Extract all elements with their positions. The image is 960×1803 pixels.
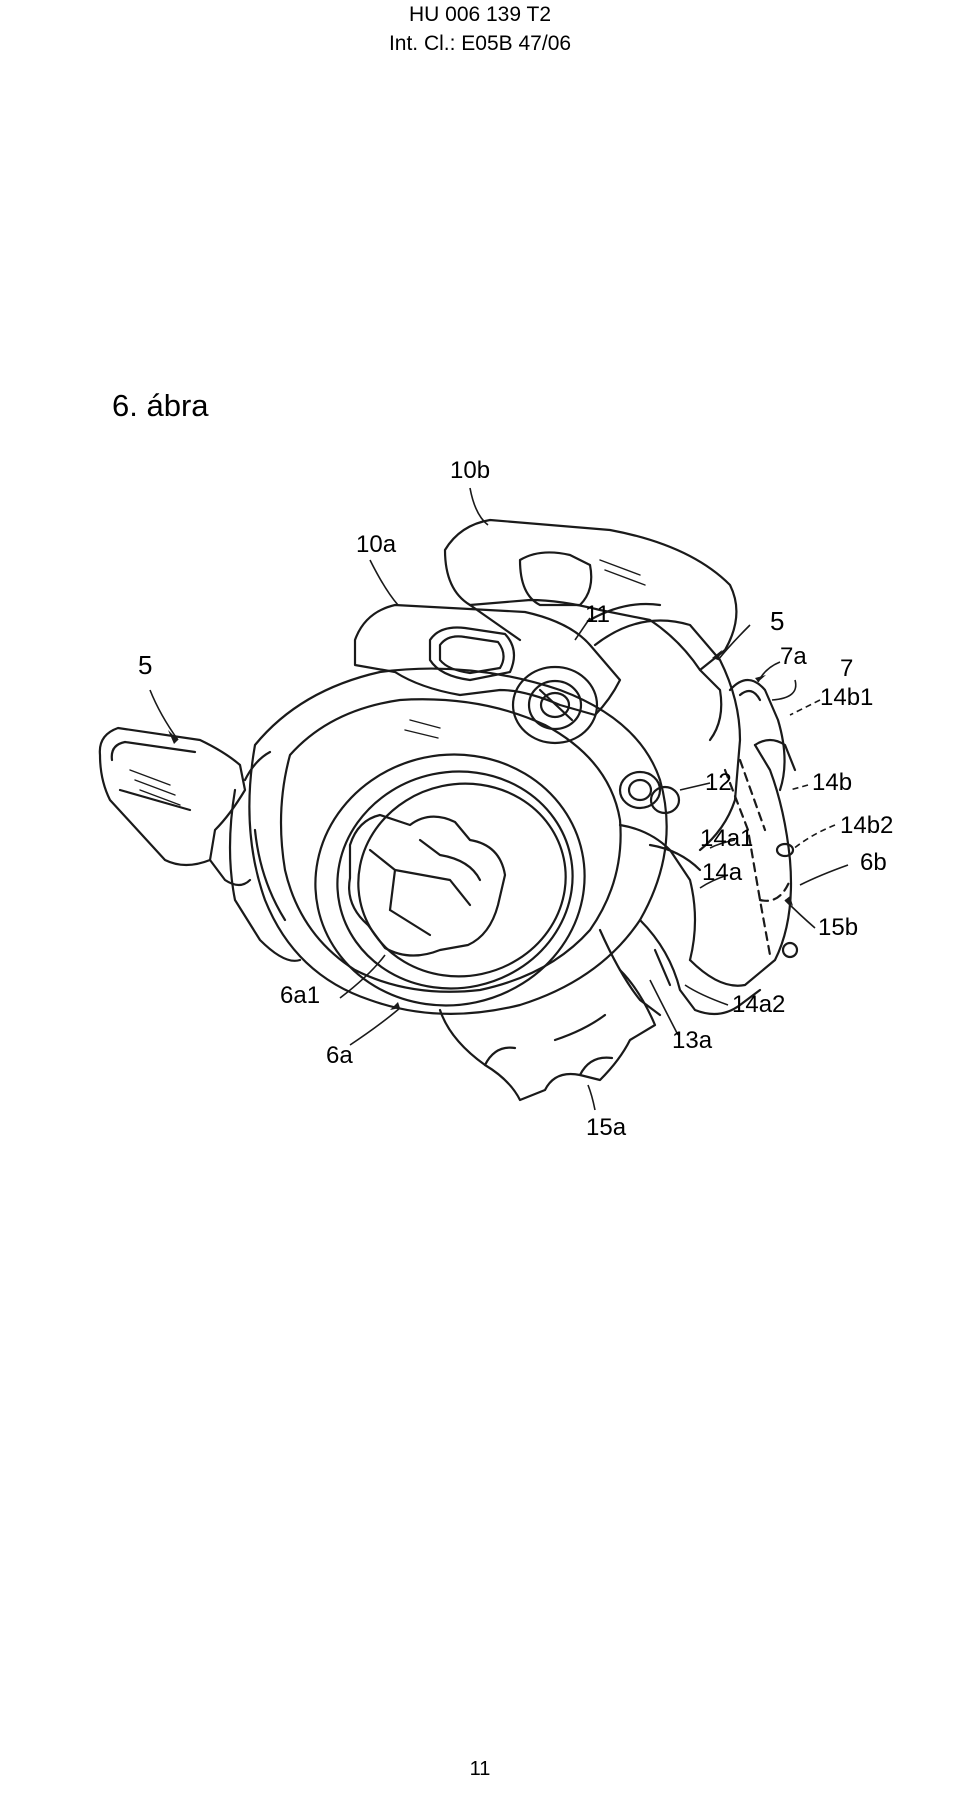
label-7a: 7a [780, 643, 807, 670]
label-14a: 14a [702, 859, 743, 886]
classification-code: Int. Cl.: E05B 47/06 [388, 32, 572, 55]
label-12: 12 [705, 769, 732, 796]
leader-lines [149, 487, 849, 1111]
label-5-left: 5 [138, 650, 152, 680]
label-14a2: 14a2 [732, 991, 785, 1018]
label-11: 11 [585, 601, 610, 628]
label-15b: 15b [818, 914, 858, 941]
label-14b1: 14b1 [820, 684, 873, 711]
label-5-right: 5 [770, 606, 784, 636]
label-14b2: 14b2 [840, 812, 893, 839]
label-15a: 15a [586, 1114, 627, 1141]
label-10b: 10b [450, 457, 490, 484]
page-number: 11 [469, 1758, 491, 1780]
page-header: HU 006 139 T2 Int. Cl.: E05B 47/06 [0, 0, 960, 58]
label-6b: 6b [860, 849, 887, 876]
label-14a1: 14a1 [700, 825, 753, 852]
label-6a1: 6a1 [280, 982, 320, 1009]
reference-labels: 10b 10a 11 5 5 7a 7 14b1 12 14b 14b2 14a… [138, 457, 893, 1141]
patent-number: HU 006 139 T2 [408, 3, 552, 26]
label-14b: 14b [812, 769, 852, 796]
label-13a: 13a [672, 1027, 713, 1054]
label-7: 7 [840, 655, 853, 682]
figure-title: 6. ábra [112, 388, 209, 423]
label-6a: 6a [326, 1042, 353, 1069]
leader-arrowheads [168, 650, 793, 1010]
lock-mechanism-illustration [98, 518, 799, 1102]
label-10a: 10a [356, 531, 397, 558]
